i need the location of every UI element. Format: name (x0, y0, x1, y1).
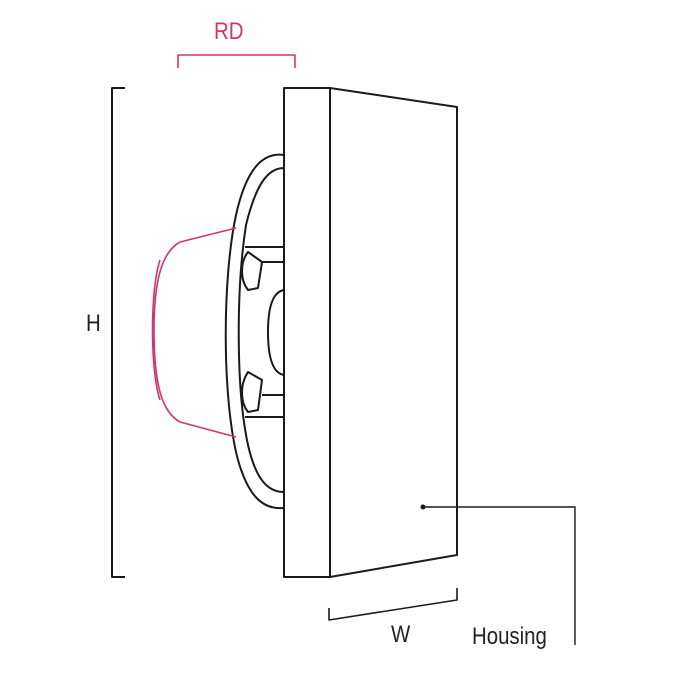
housing-leader-line (420, 504, 576, 645)
h-label: H (86, 310, 101, 337)
w-dimension-bracket (328, 588, 458, 621)
housing-label: Housing (472, 623, 547, 650)
h-dimension-bracket (111, 87, 125, 578)
w-label: W (391, 621, 411, 648)
rd-dimension-bracket (177, 54, 296, 68)
housing-front-plate (283, 87, 331, 578)
housing-side-face (329, 87, 458, 578)
mounting-flange (224, 153, 285, 510)
rd-label: RD (214, 18, 244, 45)
red-dome-outline (151, 227, 237, 438)
flange-posts (241, 246, 285, 418)
